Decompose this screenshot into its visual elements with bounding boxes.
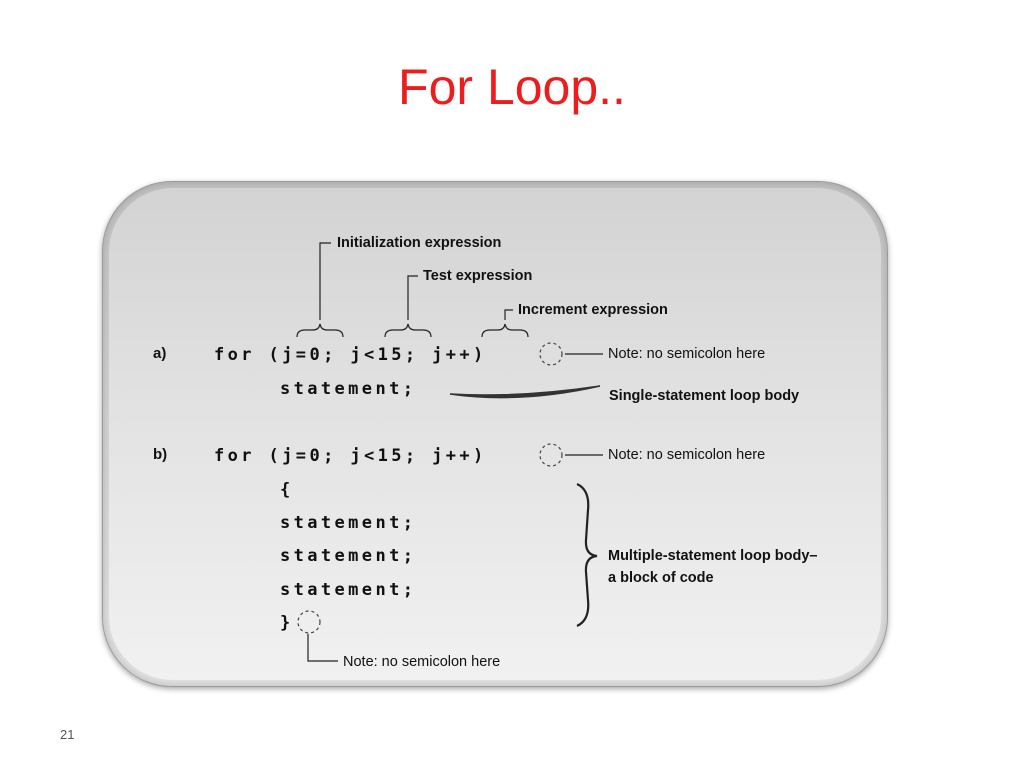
initialization-brace <box>296 323 344 338</box>
test-leader-line <box>407 275 418 320</box>
diagram-panel <box>102 181 888 687</box>
part-b-statement-3: statement; <box>280 580 417 600</box>
initialization-expression-label: Initialization expression <box>337 235 502 251</box>
page-number: 21 <box>60 727 75 742</box>
part-b-open-brace: { <box>280 480 294 500</box>
slide-title: For Loop.. <box>398 59 626 115</box>
increment-leader-line <box>504 309 513 320</box>
part-a-missing-semicolon-marker <box>539 342 563 366</box>
initialization-leader-line <box>319 242 331 320</box>
part-a-tag: a) <box>153 345 167 362</box>
part-b-missing-semicolon-marker <box>539 443 563 467</box>
part-b-close-brace: } <box>280 613 294 633</box>
diagram-panel-surface <box>109 188 881 680</box>
part-b-statement-2: statement; <box>280 546 417 566</box>
part-b-tag: b) <box>153 446 168 463</box>
part-a-for-statement: for (j=0; j<15; j++) <box>214 345 487 365</box>
increment-expression-label: Increment expression <box>518 302 668 318</box>
increment-brace <box>481 323 529 338</box>
part-a-semicolon-note: Note: no semicolon here <box>608 346 766 362</box>
test-brace <box>384 323 432 338</box>
part-b-brace-semicolon-note: Note: no semicolon here <box>343 654 501 670</box>
part-b-loop-semicolon-note: Note: no semicolon here <box>608 447 766 463</box>
single-statement-body-label: Single-statement loop body <box>609 388 800 404</box>
part-a-body-statement: statement; <box>280 379 417 399</box>
brace-missing-semicolon-marker <box>297 610 321 634</box>
part-b-statement-1: statement; <box>280 513 417 533</box>
single-statement-swoosh <box>449 385 601 399</box>
multiple-statement-body-label-line2: a block of code <box>608 570 714 586</box>
part-b-for-statement: for (j=0; j<15; j++) <box>214 446 487 466</box>
brace-note-leader-line <box>307 634 338 662</box>
multiple-statement-body-label-line1: Multiple-statement loop body– <box>608 548 818 564</box>
block-curly-brace <box>576 483 598 627</box>
test-expression-label: Test expression <box>423 268 533 284</box>
